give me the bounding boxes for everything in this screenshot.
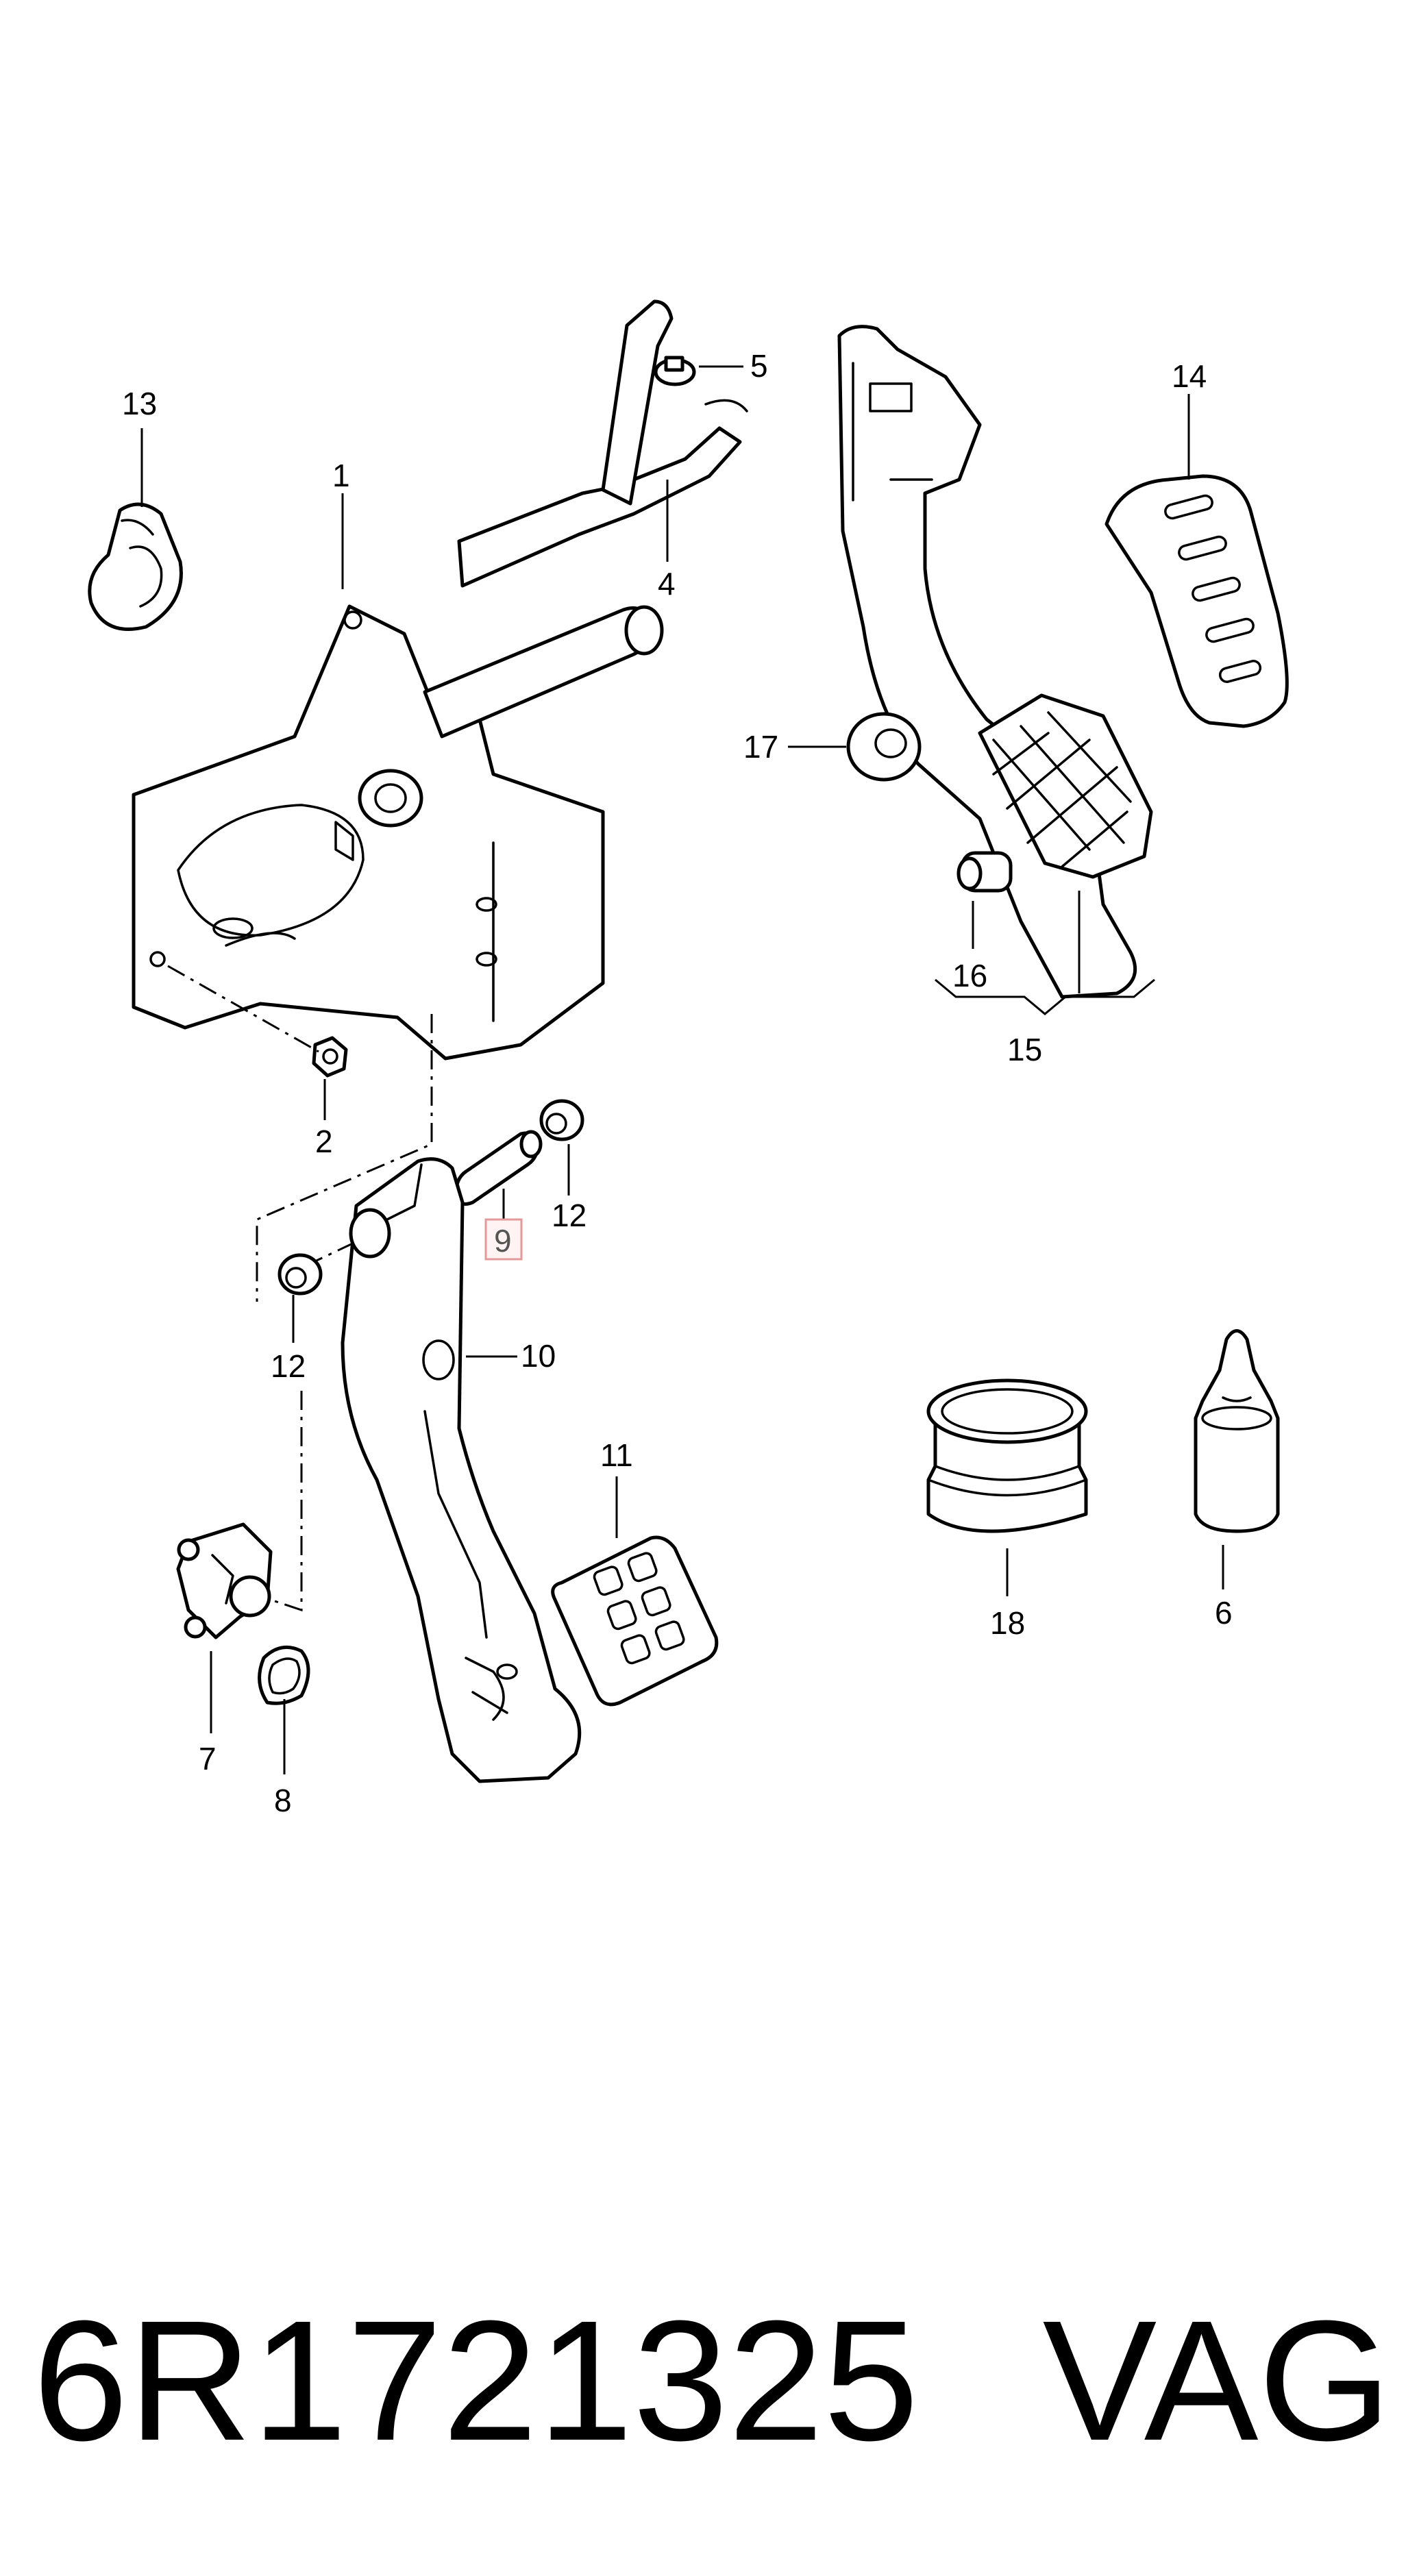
- callout-10: 10: [521, 1338, 556, 1374]
- part-4-rod: [457, 299, 748, 588]
- part-2-nut: [312, 1036, 348, 1078]
- part-1-pedal-bracket: [132, 604, 664, 1061]
- callout-12b: 12: [271, 1348, 306, 1384]
- callout-13: 13: [122, 386, 157, 421]
- callout-6: 6: [1215, 1595, 1233, 1631]
- callout-11: 11: [600, 1437, 633, 1473]
- brand-name: VAG: [1042, 2285, 1392, 2476]
- part-12b-bush: [277, 1253, 323, 1296]
- callout-14: 14: [1172, 358, 1207, 394]
- callout-4: 4: [658, 566, 676, 602]
- part-5-screw: [654, 356, 696, 386]
- callout-17: 17: [743, 729, 778, 765]
- part-number: 6R1721325: [33, 2285, 919, 2476]
- part-13-clip: [88, 502, 183, 631]
- callout-2: 2: [315, 1124, 333, 1159]
- bracket-15: [935, 978, 1155, 1015]
- part-18-sleeve: [926, 1378, 1088, 1533]
- connection-line-1: [167, 965, 319, 1053]
- callout-16: 16: [952, 958, 987, 993]
- part-8-ring: [258, 1645, 310, 1705]
- callout-5: 5: [750, 348, 768, 384]
- part-6-bottle: [1194, 1329, 1280, 1533]
- callout-15: 15: [1007, 1032, 1042, 1067]
- part-11-pedal-pad: [551, 1535, 719, 1707]
- part-17-grommet: [846, 712, 922, 782]
- callout-18: 18: [990, 1605, 1025, 1641]
- part-12a-bush: [539, 1099, 584, 1141]
- callout-8: 8: [274, 1783, 292, 1818]
- callout-7: 7: [199, 1741, 217, 1776]
- part-14-pedal-pad: [1105, 474, 1289, 728]
- callout-1: 1: [332, 458, 350, 493]
- connection-line-2: [256, 1014, 433, 1302]
- highlight-box-9: [484, 1218, 523, 1261]
- part-10-clutch-pedal: [341, 1157, 582, 1783]
- part-16-stopper: [957, 851, 1013, 893]
- part-7-switch: [176, 1522, 273, 1639]
- callout-12a: 12: [552, 1198, 587, 1233]
- part-9-sleeve: [454, 1130, 543, 1206]
- callout-9: 9: [494, 1223, 512, 1259]
- part-15-accelerator-pedal: [837, 325, 1153, 999]
